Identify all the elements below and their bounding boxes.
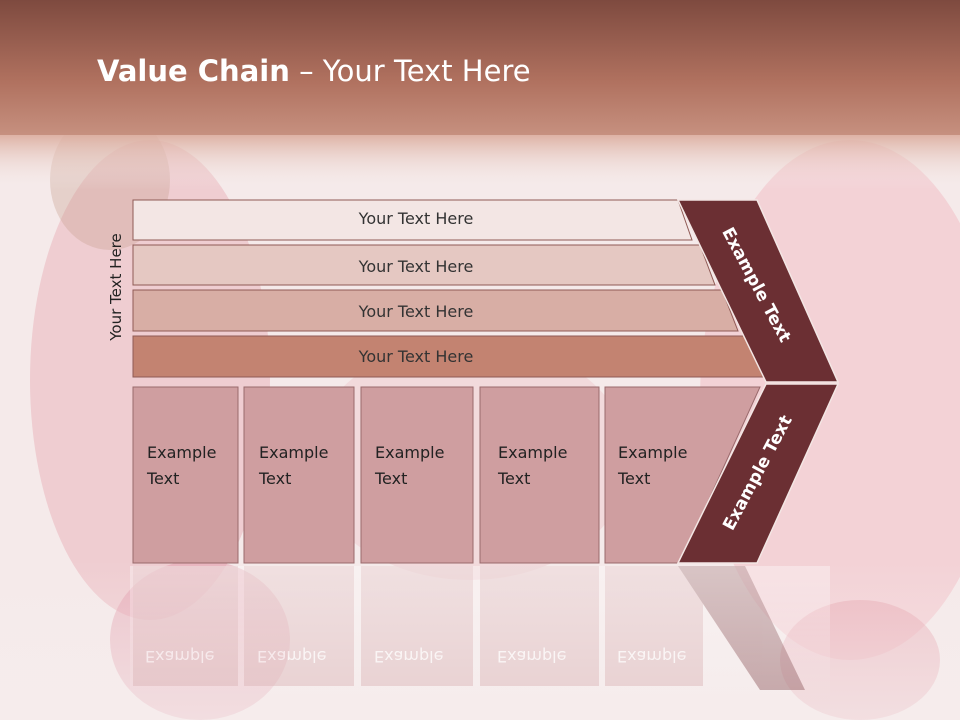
column-3-box	[360, 386, 474, 564]
column-1-line1: Example	[147, 443, 216, 462]
column-group: Example Text Example Text Example Text E…	[132, 386, 761, 564]
chevron-bottom-half	[676, 383, 840, 564]
row-3-label: Your Text Here	[358, 302, 474, 321]
column-1-line2: Text	[146, 469, 179, 488]
row-1-bar	[132, 199, 693, 241]
row-group: Your Text Here Your Text Here Your Text …	[132, 199, 764, 378]
column-4-line2: Text	[497, 469, 530, 488]
row-1-label: Your Text Here	[358, 209, 474, 228]
column-2-box	[243, 386, 355, 564]
column-3-line1: Example	[375, 443, 444, 462]
row-3-bar	[132, 289, 739, 332]
page-title-bold: Value Chain	[97, 54, 290, 88]
column-5-line2: Text	[617, 469, 650, 488]
column-4-line1: Example	[498, 443, 567, 462]
row-2-bar	[132, 244, 716, 286]
column-5-line1: Example	[618, 443, 687, 462]
row-4-label: Your Text Here	[358, 347, 474, 366]
column-2-line1: Example	[259, 443, 328, 462]
page-title: Value Chain – Your Text Here	[97, 54, 531, 88]
column-4-box	[479, 386, 600, 564]
page-title-rest: – Your Text Here	[299, 54, 531, 88]
row-2-label: Your Text Here	[358, 257, 474, 276]
column-1-box	[132, 386, 239, 564]
column-2-line2: Text	[258, 469, 291, 488]
chevron-top-half	[676, 199, 840, 383]
column-3-line2: Text	[374, 469, 407, 488]
